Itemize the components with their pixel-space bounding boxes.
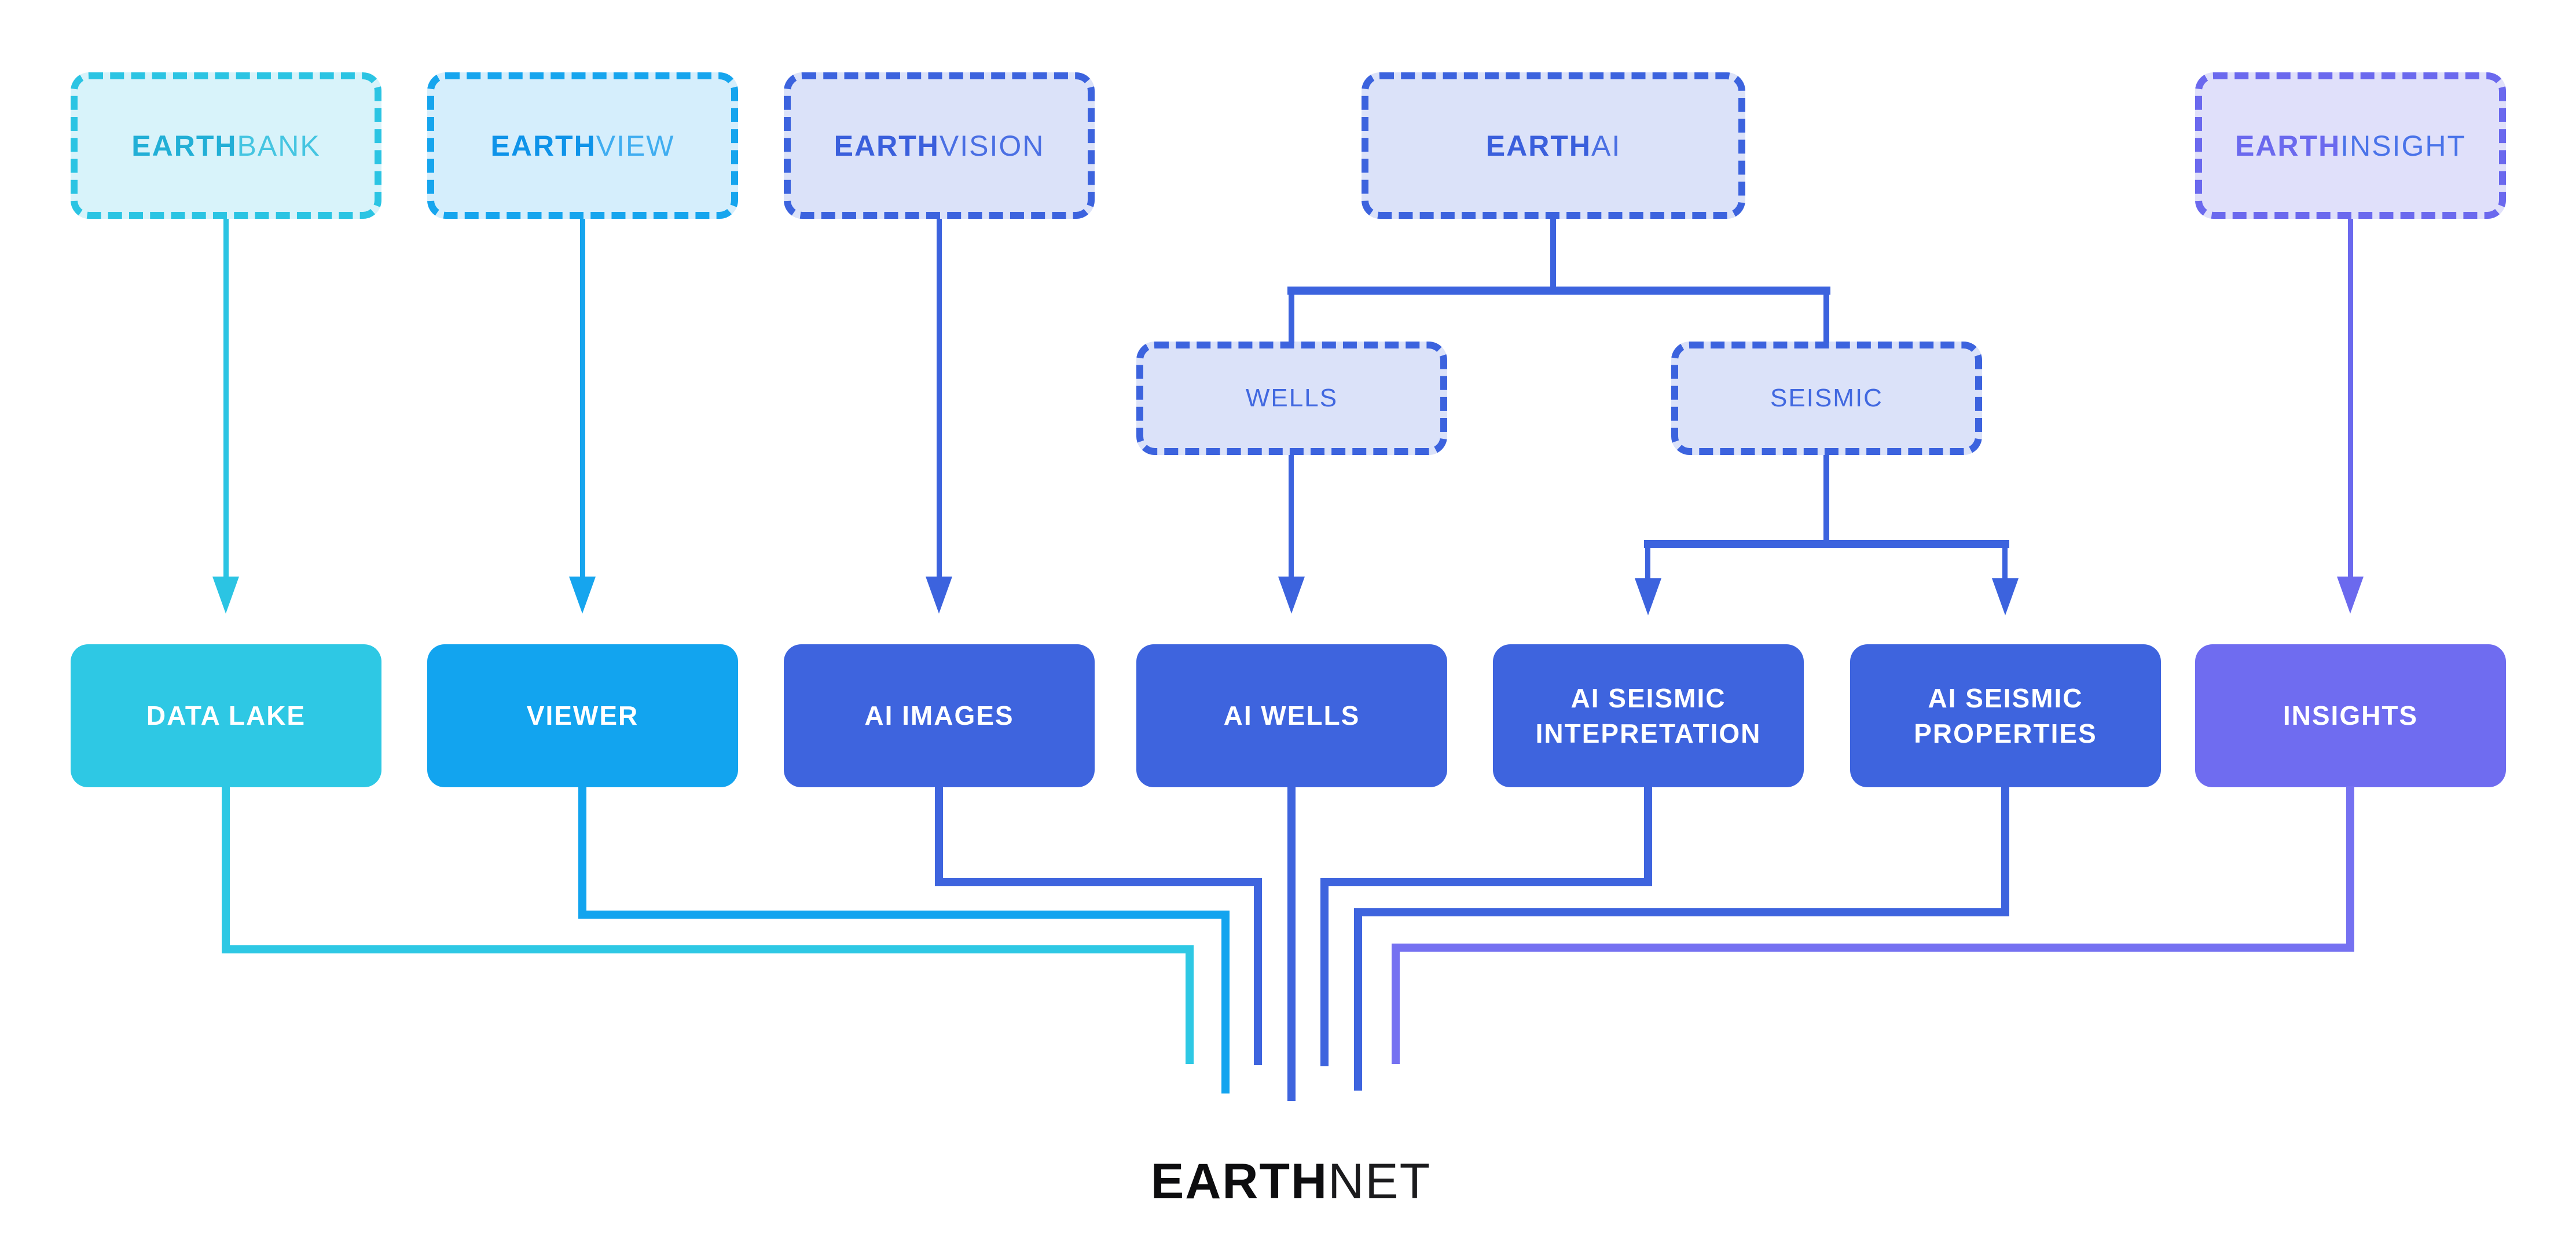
box-label: VIEWER: [526, 700, 639, 731]
seismic-branch-bar: [1644, 540, 2009, 548]
arrow-stem-earthbank: [223, 219, 229, 578]
arrow-head-earthvision: [926, 577, 952, 614]
connector-ai-images-h: [935, 878, 1262, 886]
box-label: DATA LAKE: [146, 700, 306, 731]
earthai-branch-drop-wells: [1289, 287, 1294, 343]
box-ai-seismic-intepretation: AI SEISMIC INTEPRETATION: [1493, 644, 1804, 787]
box-label: INSIGHTS: [2283, 700, 2419, 731]
connector-ai-seismic-properties-drop: [1354, 908, 1362, 1091]
arrow-head-seismic-properties: [1992, 578, 2019, 615]
node-label-suffix: VIEW: [596, 129, 675, 162]
connector-datalake-h: [222, 945, 1194, 953]
box-label-line2: INTEPRETATION: [1535, 718, 1762, 748]
node-label-suffix: AI: [1591, 129, 1621, 162]
box-datalake: DATA LAKE: [71, 644, 381, 787]
connector-viewer-drop: [1221, 911, 1230, 1093]
box-ai-wells: AI WELLS: [1136, 644, 1447, 787]
box-label-line1: AI SEISMIC: [1928, 682, 2083, 713]
box-ai-seismic-properties: AI SEISMIC PROPERTIES: [1850, 644, 2161, 787]
connector-ai-images-drop: [1254, 878, 1262, 1065]
earthai-branch-bar: [1287, 287, 1830, 295]
seismic-branch-drop-left: [1645, 540, 1650, 581]
arrow-head-seismic-intepretation: [1635, 578, 1661, 615]
seismic-branch-stem: [1823, 455, 1829, 544]
connector-insights-h: [1392, 944, 2354, 952]
arrow-stem-wells: [1289, 455, 1294, 578]
arrow-head-earthview: [569, 577, 596, 614]
arrow-head-earthbank: [212, 577, 239, 614]
node-label-prefix: EARTH: [2234, 129, 2341, 162]
earthai-branch-drop-seismic: [1823, 287, 1829, 343]
box-label-line2: PROPERTIES: [1914, 718, 2097, 748]
connector-ai-seismic-properties-v: [2001, 786, 2009, 916]
earthai-branch-stem: [1550, 219, 1556, 291]
seismic-branch-drop-right: [2002, 540, 2008, 581]
earthnet-suffix: NET: [1328, 1154, 1432, 1209]
node-label-suffix: BANK: [237, 129, 321, 162]
connector-insights-v: [2346, 786, 2354, 952]
box-viewer: VIEWER: [427, 644, 738, 787]
box-label: AI WELLS: [1223, 700, 1360, 731]
box-label-line1: AI SEISMIC: [1570, 682, 1726, 713]
arrow-stem-earthview: [580, 219, 585, 578]
connector-ai-seismic-intepretation-drop: [1320, 878, 1329, 1066]
node-seismic: SEISMIC: [1671, 342, 1982, 455]
box-ai-images: AI IMAGES: [784, 644, 1095, 787]
connector-ai-seismic-properties-h: [1354, 908, 2009, 916]
connector-ai-wells-v: [1287, 786, 1296, 1101]
node-label-prefix: EARTH: [490, 129, 596, 162]
connector-viewer-h: [578, 911, 1230, 919]
box-insights: INSIGHTS: [2195, 644, 2506, 787]
connector-viewer-v: [578, 786, 586, 919]
node-label: WELLS: [1245, 384, 1338, 412]
node-label-suffix: INSIGHT: [2340, 129, 2466, 162]
arrow-stem-earthinsight: [2348, 219, 2353, 578]
box-label: AI IMAGES: [864, 700, 1014, 731]
arrow-head-wells: [1278, 577, 1305, 614]
connector-ai-images-v: [935, 786, 943, 886]
node-label-prefix: EARTH: [834, 129, 940, 162]
connector-ai-seismic-intepretation-v: [1644, 786, 1652, 886]
node-label-prefix: EARTH: [1485, 129, 1591, 162]
earthnet-logo: EARTHNET: [1059, 1153, 1522, 1210]
connector-ai-seismic-intepretation-h: [1320, 878, 1652, 886]
connector-insights-drop: [1392, 944, 1400, 1064]
arrow-stem-earthvision: [937, 219, 942, 578]
connector-datalake-drop: [1186, 945, 1194, 1064]
node-label: SEISMIC: [1770, 384, 1883, 412]
node-label-prefix: EARTH: [131, 129, 237, 162]
node-label-suffix: VISION: [939, 129, 1045, 162]
connector-datalake-v: [222, 786, 230, 953]
node-wells: WELLS: [1136, 342, 1447, 455]
earthnet-prefix: EARTH: [1150, 1154, 1329, 1209]
arrow-head-earthinsight: [2337, 577, 2364, 614]
